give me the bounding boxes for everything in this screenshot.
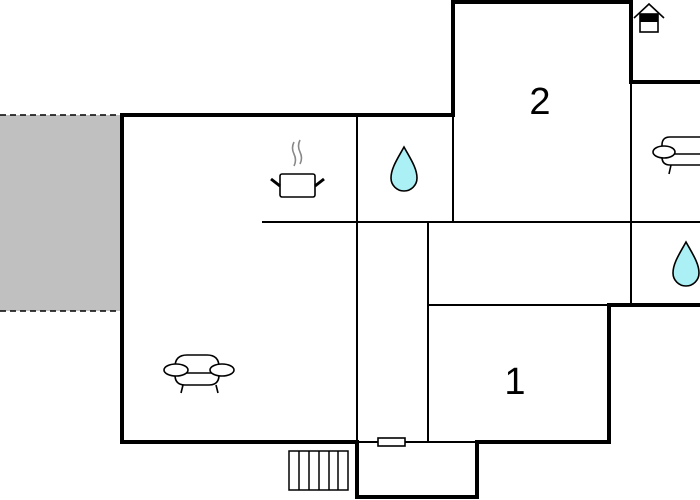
exterior-walls (120, 0, 700, 499)
room-label-2: 2 (529, 81, 550, 123)
sofa-icon (652, 136, 700, 175)
kitchen-pot-icon (270, 139, 325, 198)
terrace-area (0, 115, 122, 311)
room-label-1: 1 (504, 361, 525, 403)
entrance-house-icon (633, 2, 665, 33)
sofa-icon (163, 354, 235, 394)
stairs-icon (288, 450, 349, 491)
water-drop-icon (672, 240, 700, 287)
water-drop-icon (390, 145, 418, 192)
door-icon (377, 437, 406, 447)
interior-walls (262, 82, 700, 443)
